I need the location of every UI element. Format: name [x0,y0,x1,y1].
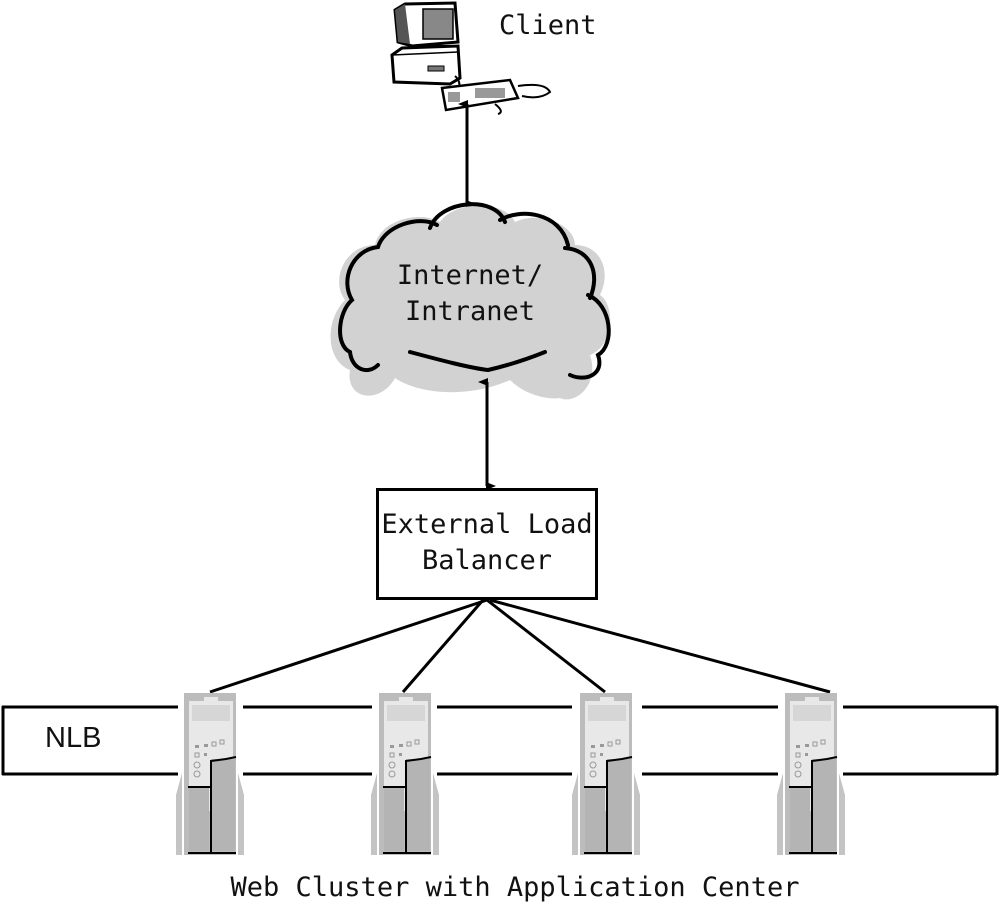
network-label: Internet/ Intranet [335,258,605,330]
load-balancer-label-line1: External Load [381,509,593,540]
link-server-1 [209,598,488,694]
load-balancer-label: External Load Balancer [379,507,595,579]
nlb-label: NLB [45,722,102,754]
network-label-line2: Intranet [404,296,536,327]
server-2-icon [370,692,440,856]
server-1-icon [175,692,245,856]
link-server-2 [401,599,485,693]
external-load-balancer-box: External Load Balancer [376,488,598,600]
client-label: Client [499,10,597,41]
nlb-band [1,705,999,776]
network-label-line1: Internet/ [396,260,544,291]
server-3-icon [571,692,641,856]
load-balancer-label-line2: Balancer [421,545,553,576]
link-server-3 [486,598,606,694]
lb-server-links [209,598,831,694]
diagram-caption: Web Cluster with Application Center [230,872,800,903]
server-4-icon [776,692,846,856]
link-server-4 [489,598,831,694]
cloud-icon [330,202,611,400]
